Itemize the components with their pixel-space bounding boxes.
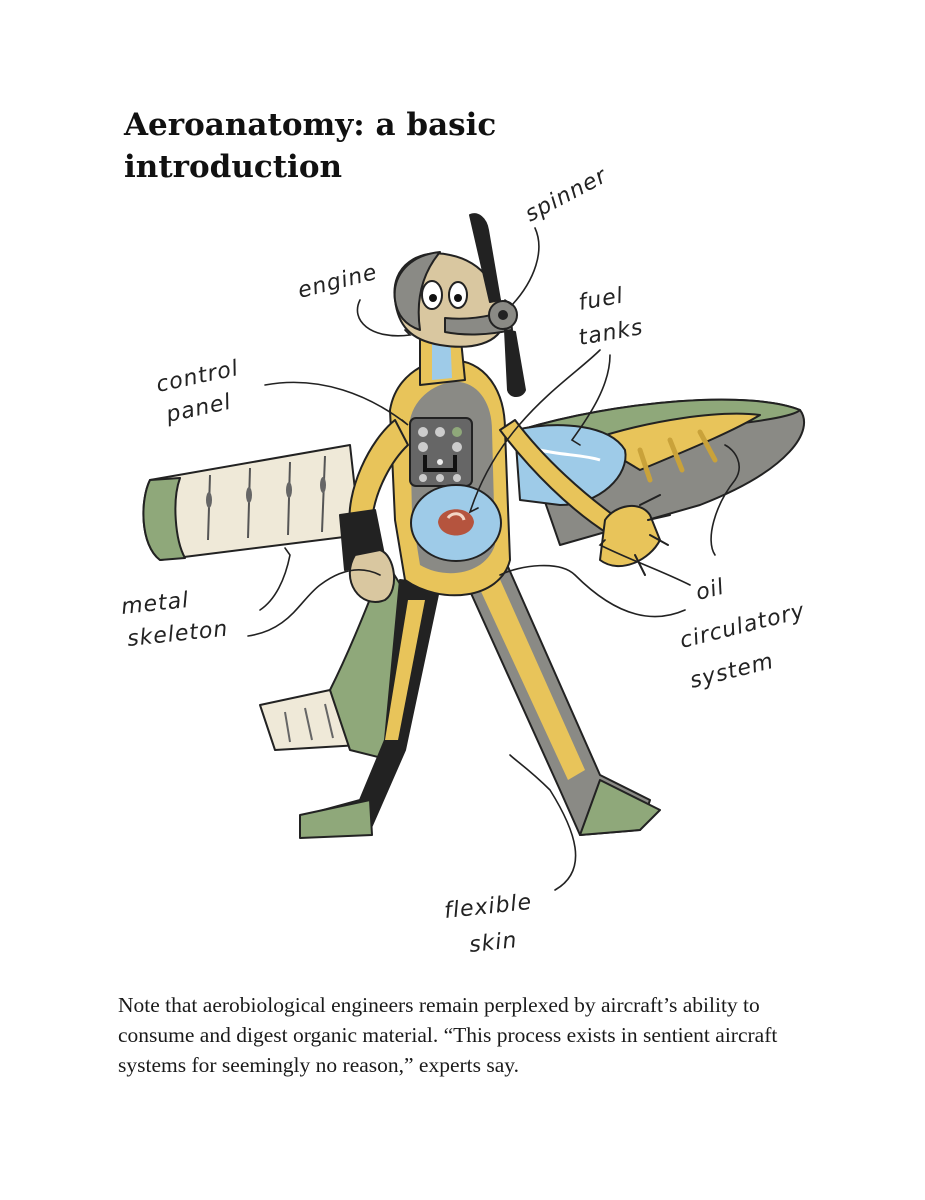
- head: [393, 251, 513, 348]
- label-oil-line1: oil: [693, 575, 727, 606]
- propeller: [469, 213, 526, 397]
- label-fuel-tanks-line2: tanks: [577, 315, 646, 351]
- caption-paragraph: Note that aerobiological engineers remai…: [118, 993, 778, 1077]
- label-fuel-tanks-line1: fuel: [577, 283, 626, 315]
- label-spinner: spinner: [521, 163, 612, 227]
- label-oil-line2: circulatory: [677, 599, 807, 654]
- label-engine: engine: [295, 260, 380, 304]
- left-arm: [339, 419, 409, 603]
- label-metal-skeleton-line1: metal: [120, 588, 190, 620]
- fuel-stomach: [410, 484, 502, 562]
- label-oil-line3: system: [687, 649, 776, 694]
- label-flexible-skin-line2: skin: [468, 928, 519, 958]
- legs: [299, 559, 661, 839]
- control-panel: [409, 417, 473, 487]
- right-arm: [499, 419, 671, 576]
- leader-lines: [247, 227, 740, 891]
- label-metal-skeleton-line2: skeleton: [126, 617, 229, 652]
- label-flexible-skin-line1: flexible: [443, 890, 533, 924]
- page-title: Aeroanatomy: a basic introduction: [124, 107, 497, 185]
- left-wing: [142, 444, 361, 561]
- label-control-panel-line2: panel: [163, 390, 234, 428]
